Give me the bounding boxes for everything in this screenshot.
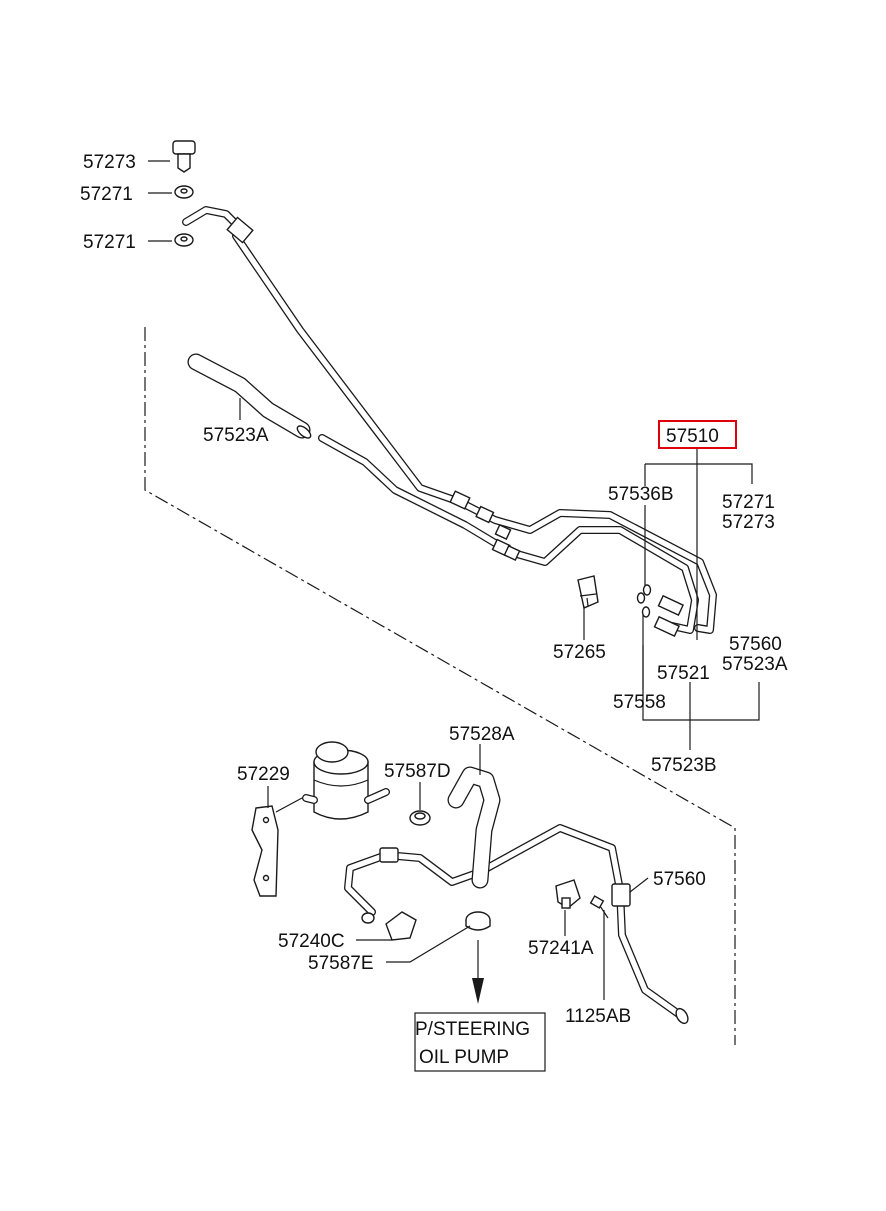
label-1125AB[interactable]: 1125AB (565, 1006, 631, 1027)
label-57241A[interactable]: 57241A (528, 938, 594, 959)
part-labels: 57273 57271 57271 57523A 57510 57536B 57… (80, 152, 788, 1068)
label-57510[interactable]: 57510 (666, 426, 719, 447)
label-57273-top[interactable]: 57273 (83, 152, 136, 173)
label-57587D[interactable]: 57587D (384, 761, 451, 782)
label-57271-a[interactable]: 57271 (80, 184, 133, 205)
hose-57528A (447, 766, 501, 889)
bolt-1125AB (589, 895, 609, 919)
washer-57271-b (174, 233, 194, 247)
label-57271-right[interactable]: 57271 (722, 492, 775, 513)
pump-label-box (414, 1012, 546, 1072)
clamp-57587D (409, 810, 431, 826)
label-57523B[interactable]: 57523B (651, 755, 717, 776)
hose-57523A (187, 353, 312, 439)
rear-fittings-57521 (653, 594, 685, 638)
pump-label-line2: OIL PUMP (419, 1047, 509, 1068)
label-57558[interactable]: 57558 (613, 692, 666, 713)
label-57587E[interactable]: 57587E (308, 953, 374, 974)
reservoir-tank (302, 741, 390, 820)
clip-57241A (555, 879, 581, 909)
cap-57587E (465, 911, 491, 931)
label-57536B[interactable]: 57536B (608, 484, 674, 505)
clip-57240C (385, 911, 417, 941)
pump-arrow (472, 940, 484, 1004)
label-57240C[interactable]: 57240C (278, 931, 345, 952)
clip-57265 (577, 575, 599, 609)
label-57523A-right[interactable]: 57523A (722, 654, 788, 675)
label-57271-b[interactable]: 57271 (83, 232, 136, 253)
upper-pipe-57510 (232, 232, 717, 634)
pump-label-line1: P/STEERING (415, 1019, 530, 1040)
label-57273-right[interactable]: 57273 (722, 512, 775, 533)
o-rings (636, 584, 652, 618)
label-57560-right[interactable]: 57560 (729, 634, 782, 655)
bolt-57273 (172, 140, 196, 173)
label-57265[interactable]: 57265 (553, 642, 606, 663)
label-57523A-left[interactable]: 57523A (203, 425, 269, 446)
assembly-boundary (144, 327, 736, 1045)
label-57560-lower[interactable]: 57560 (653, 869, 706, 890)
banjo-fitting (182, 206, 254, 244)
highlight-57510-box (658, 420, 737, 449)
leader-lines (148, 160, 760, 1000)
washer-57271-a (174, 185, 194, 199)
label-57521[interactable]: 57521 (657, 663, 710, 684)
pipe-joint-clamps (449, 490, 521, 561)
bracket-57229 (251, 805, 279, 897)
label-57229[interactable]: 57229 (237, 764, 290, 785)
label-57528A[interactable]: 57528A (449, 724, 515, 745)
